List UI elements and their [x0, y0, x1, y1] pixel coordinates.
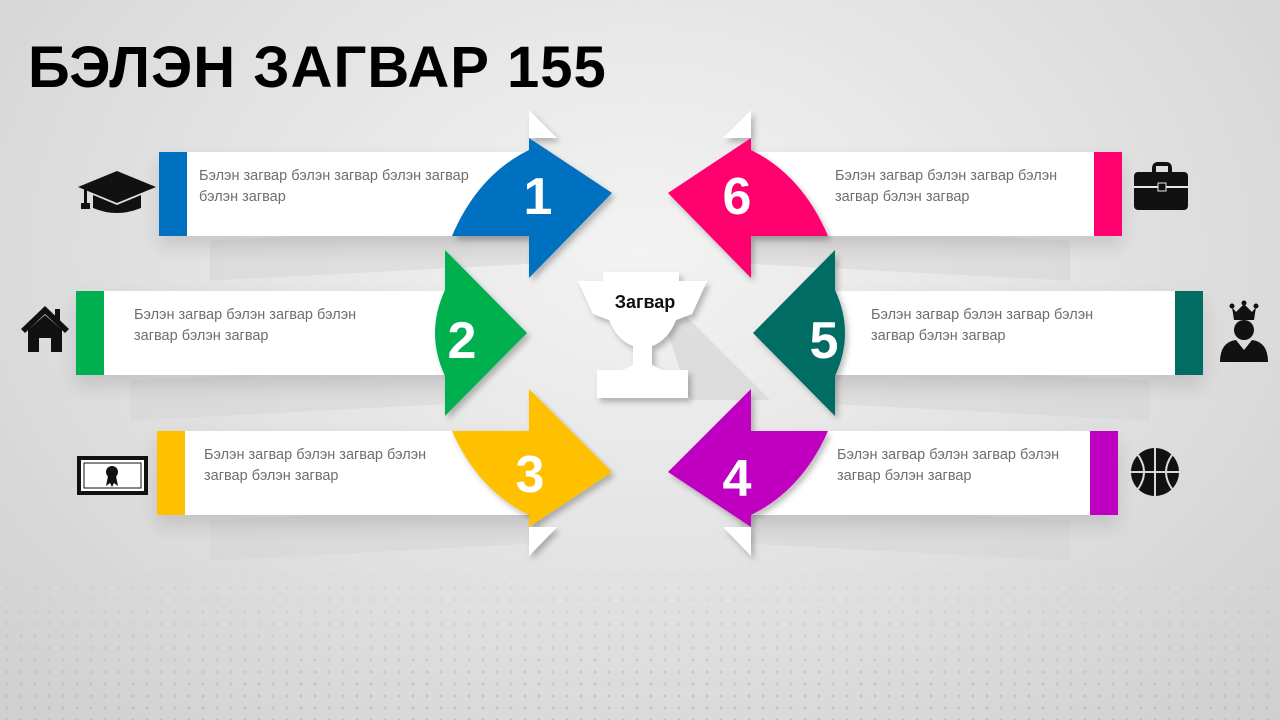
briefcase-icon — [1134, 162, 1188, 210]
step-text: Бэлэн загвар бэлэн загвар бэлэн загвар б… — [134, 307, 357, 344]
step-text: Бэлэн загвар бэлэн загвар бэлэн загвар б… — [835, 168, 1058, 205]
dotted-floor — [0, 570, 1280, 720]
trophy-icon — [578, 272, 707, 398]
step-arrow-3 — [452, 389, 612, 556]
center-label: Загвар — [614, 292, 676, 312]
step-number-3: 3 — [516, 446, 545, 504]
step-color-bar — [76, 291, 104, 375]
step-number-4: 4 — [723, 450, 752, 508]
certificate-icon — [77, 456, 148, 495]
step-color-bar — [1175, 291, 1203, 375]
leader-icon — [1220, 300, 1268, 362]
step-number-2: 2 — [448, 312, 477, 370]
step-card-4: Бэлэн загвар бэлэн загвар бэлэн загвар б… — [738, 431, 1118, 515]
step-text: Бэлэн загвар бэлэн загвар бэлэн загвар б… — [871, 307, 1094, 344]
step-color-bar — [1090, 431, 1118, 515]
step-text: Бэлэн загвар бэлэн загвар бэлэн загвар б… — [199, 168, 469, 205]
step-color-bar — [159, 152, 187, 236]
step-arrow-2 — [435, 250, 527, 416]
step-number-1: 1 — [524, 168, 553, 226]
step-text: Бэлэн загвар бэлэн загвар бэлэн загвар б… — [204, 447, 427, 484]
step-arrow-1 — [452, 110, 612, 278]
step-arrow-6 — [668, 110, 828, 278]
step-color-bar — [1094, 152, 1122, 236]
step-card-2: Бэлэн загвар бэлэн загвар бэлэн загвар б… — [76, 291, 456, 375]
step-arrow-4 — [668, 389, 828, 556]
page-title: БЭЛЭН ЗАГВАР 155 — [28, 35, 607, 100]
house-icon — [21, 306, 69, 352]
step-color-bar — [157, 431, 185, 515]
step-arrow-5 — [753, 250, 845, 416]
basketball-icon — [1131, 448, 1179, 496]
graduation-cap-icon — [78, 171, 156, 213]
step-number-6: 6 — [723, 168, 752, 226]
step-text: Бэлэн загвар бэлэн загвар бэлэн загвар б… — [837, 447, 1060, 484]
step-number-5: 5 — [810, 312, 839, 370]
step-card-5: Бэлэн загвар бэлэн загвар бэлэн загвар б… — [823, 291, 1203, 375]
